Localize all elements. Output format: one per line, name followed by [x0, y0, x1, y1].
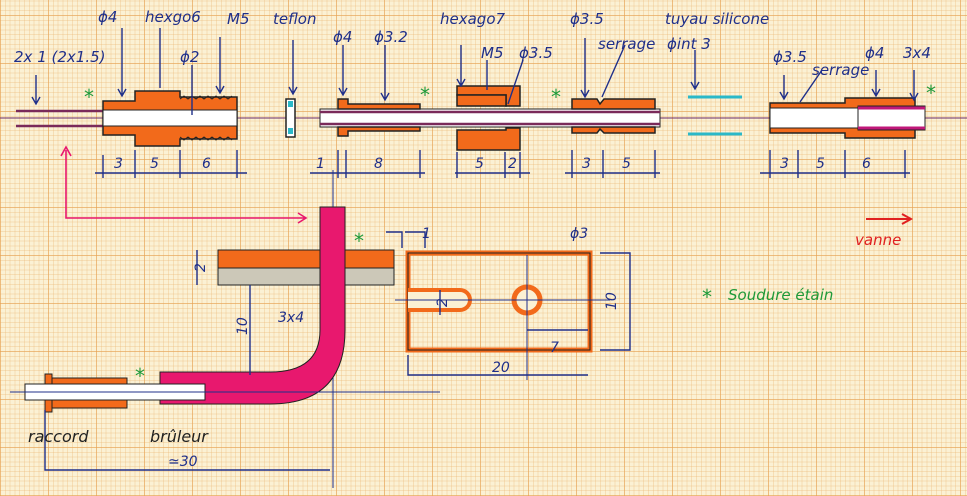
dim-2: 2 [193, 263, 209, 272]
label-serrage-b: serrage [812, 61, 869, 79]
dim-3: 3 [114, 156, 123, 172]
label-d3-2: ϕ3.2 [374, 28, 408, 46]
leader-arrows [31, 28, 919, 115]
solder-asterisk: * [84, 85, 94, 109]
sleeve-d3-2-bottom [337, 126, 421, 137]
label-d4-a: ϕ4 [98, 8, 117, 26]
label-bruleur: brûleur [150, 427, 209, 446]
dim-slot-2: 2 [435, 298, 451, 307]
bent-tube-3x4 [159, 206, 346, 405]
label-d2: ϕ2 [180, 48, 199, 66]
label-int-3: ϕint 3 [667, 35, 711, 53]
label-hexgo6: hexgo6 [145, 8, 201, 26]
pointer-arrow [60, 145, 308, 224]
dim-5: 5 [475, 156, 484, 172]
dim-10: 10 [235, 317, 251, 335]
label-d3-5-c: ϕ3.5 [773, 48, 807, 66]
solder-asterisk: * [926, 81, 936, 105]
label-d3-5-b: ϕ3.5 [570, 10, 604, 28]
label-teflon: teflon [273, 10, 316, 28]
valve-fitting [769, 97, 926, 139]
label-raccord: raccord [28, 427, 89, 446]
dim-1: 1 [316, 156, 325, 172]
dim-8: 8 [374, 156, 383, 172]
dim-5: 5 [816, 156, 825, 172]
solder-asterisk: * [135, 364, 145, 388]
label-d4-c: ϕ4 [865, 44, 884, 62]
label-3x4: 3x4 [278, 310, 304, 326]
dim-2: 2 [508, 156, 517, 172]
label-tuyau-silicone: tuyau silicone [665, 10, 769, 28]
bottom-dimension-lines [44, 231, 631, 471]
dim-5: 5 [150, 156, 159, 172]
dimension-lines [95, 150, 910, 178]
silicone-tube [688, 95, 742, 136]
dim-5: 5 [622, 156, 631, 172]
dim-3: 3 [582, 156, 591, 172]
label-d4-b: ϕ4 [333, 28, 352, 46]
solder-asterisk: * [551, 85, 561, 109]
solder-asterisk: * [420, 83, 430, 107]
label-d3: ϕ3 [570, 226, 588, 242]
slotted-plate [395, 250, 610, 380]
dim-6: 6 [202, 156, 211, 172]
dim-10-plate: 10 [604, 292, 620, 310]
fitting-hexgo6 [102, 90, 238, 147]
ferrule-serrage [571, 98, 656, 134]
label-m5-a: M5 [227, 10, 250, 28]
label-m5-b: M5 [481, 44, 504, 62]
label-tube-2x1: 2x 1 (2x1.5) [14, 48, 105, 66]
dim-7: 7 [550, 340, 559, 356]
label-hexago7: hexago7 [440, 10, 506, 28]
dim-approx-30: ≃30 [168, 454, 198, 470]
legend-soudure-etain: Soudure étain [728, 286, 833, 304]
label-3x4-top: 3x4 [903, 44, 931, 62]
vanne-arrow-icon [866, 213, 914, 225]
solder-asterisk: * [702, 285, 712, 309]
dim-6: 6 [862, 156, 871, 172]
label-d3-5-a: ϕ3.5 [519, 44, 553, 62]
dim-20: 20 [492, 360, 510, 376]
raccord-bruleur [10, 373, 440, 413]
nut-hexago7 [456, 85, 521, 151]
solder-asterisk: * [354, 229, 364, 253]
label-serrage-a: serrage [598, 35, 655, 53]
sleeve-d3-2 [337, 98, 421, 110]
mounting-plate-side [217, 249, 395, 286]
dim-1: 1 [422, 226, 431, 242]
tube-long [319, 108, 661, 128]
label-vanne: vanne [855, 231, 901, 249]
teflon-washer [285, 98, 296, 138]
dim-3: 3 [780, 156, 789, 172]
